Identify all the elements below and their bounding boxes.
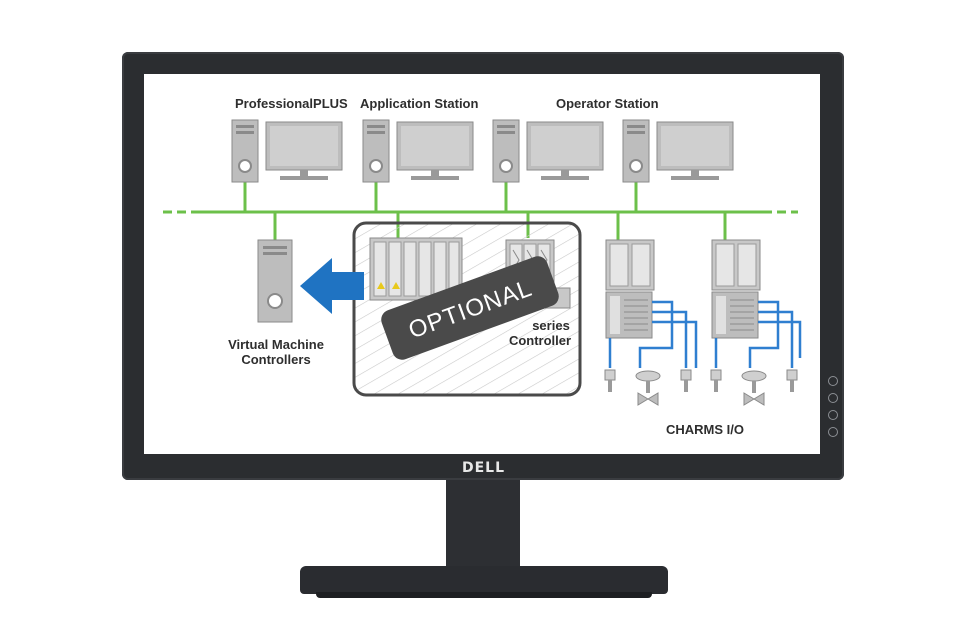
label-virtual-machine-line1: Virtual Machine [228,337,324,352]
label-series-controller: series Controller [500,318,580,348]
monitor-button-4[interactable] [828,427,838,437]
migration-arrow [300,258,364,314]
monitor-stand-base [300,566,668,594]
monitor-button-1[interactable] [828,376,838,386]
workstation-application [362,119,474,183]
workstation-operator-1 [492,119,604,183]
workstation-professionalplus [231,119,343,183]
label-virtual-machine-line2: Controllers [241,352,311,367]
label-charms-io: CHARMS I/O [666,422,744,437]
charms-rack-2 [711,239,761,339]
label-series-line1: series [532,318,570,333]
monitor-button-3[interactable] [828,410,838,420]
label-operator-station: Operator Station [556,96,659,111]
label-professionalplus: ProfessionalPLUS [235,96,348,111]
monitor-stand-base-edge [316,592,652,598]
field-instruments [604,369,798,406]
monitor-stand-neck [446,480,520,572]
label-virtual-machine-controllers: Virtual Machine Controllers [218,337,334,367]
dell-logo: DELL [462,460,506,476]
monitor-button-2[interactable] [828,393,838,403]
io-wiring [608,300,802,368]
workstation-operator-2 [622,119,734,183]
label-series-line2: Controller [508,333,572,348]
label-application-station: Application Station [360,96,479,111]
virtual-machine-tower [257,239,293,323]
charms-rack-1 [605,239,655,339]
